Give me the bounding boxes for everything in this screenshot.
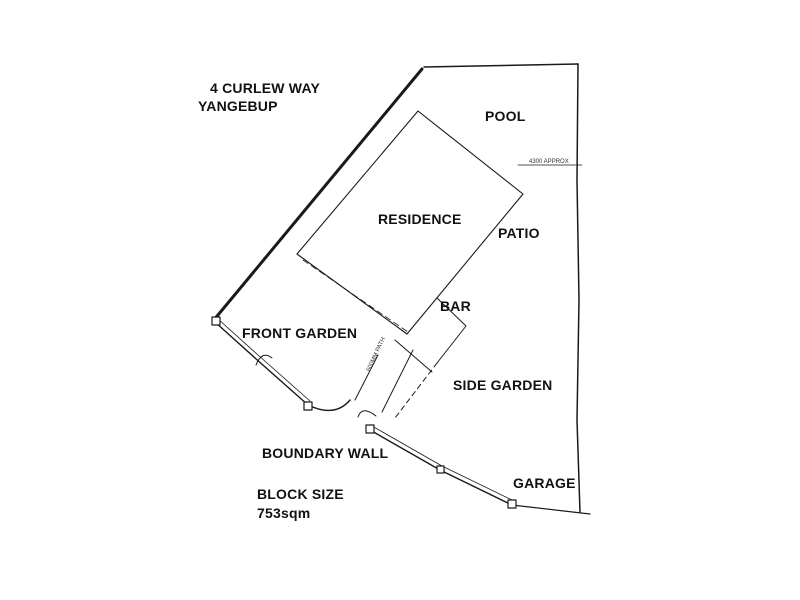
address-line-1: 4 CURLEW WAY <box>210 80 321 96</box>
side-garden-label: SIDE GARDEN <box>453 377 553 393</box>
garage-boundary-line <box>511 504 591 515</box>
residence-label: RESIDENCE <box>378 211 462 227</box>
block-size-label: BLOCK SIZE <box>257 486 344 502</box>
bar-outline <box>436 297 467 364</box>
residence-dimension-line <box>302 259 409 333</box>
door-swing-icon-2 <box>357 410 377 418</box>
pillar-icon-3 <box>365 424 375 434</box>
front-boundary-wall <box>214 321 309 406</box>
left-boundary-line <box>211 67 424 323</box>
front-boundary-wall-inner <box>217 318 311 402</box>
pool-label: POOL <box>485 108 526 124</box>
path-edge-line <box>394 339 433 373</box>
front-garden-label: FRONT GARDEN <box>242 325 358 341</box>
path-edge-line-3 <box>381 349 414 413</box>
curved-wall <box>307 399 351 412</box>
block-size-value: 753sqm <box>257 505 311 521</box>
top-boundary-line <box>423 63 579 68</box>
side-garden-edge <box>394 362 438 419</box>
bar-label: BAR <box>440 298 471 314</box>
path-edge-line-2 <box>354 354 379 401</box>
garage-label: GARAGE <box>513 475 576 491</box>
patio-dimension-label: 4300 APPROX <box>529 159 569 165</box>
pillar-icon-5 <box>507 499 517 509</box>
pillar-icon-4 <box>436 465 445 474</box>
patio-label: PATIO <box>498 225 540 241</box>
pillar-icon-2 <box>303 401 313 411</box>
address-line-2: YANGEBUP <box>198 98 278 114</box>
side-boundary-wall-inner <box>371 425 515 502</box>
residence-outline <box>296 110 524 335</box>
right-boundary-line <box>576 63 581 513</box>
door-swing-icon <box>255 354 273 366</box>
boundary-wall-label: BOUNDARY WALL <box>262 445 389 461</box>
pillar-icon <box>211 316 221 326</box>
